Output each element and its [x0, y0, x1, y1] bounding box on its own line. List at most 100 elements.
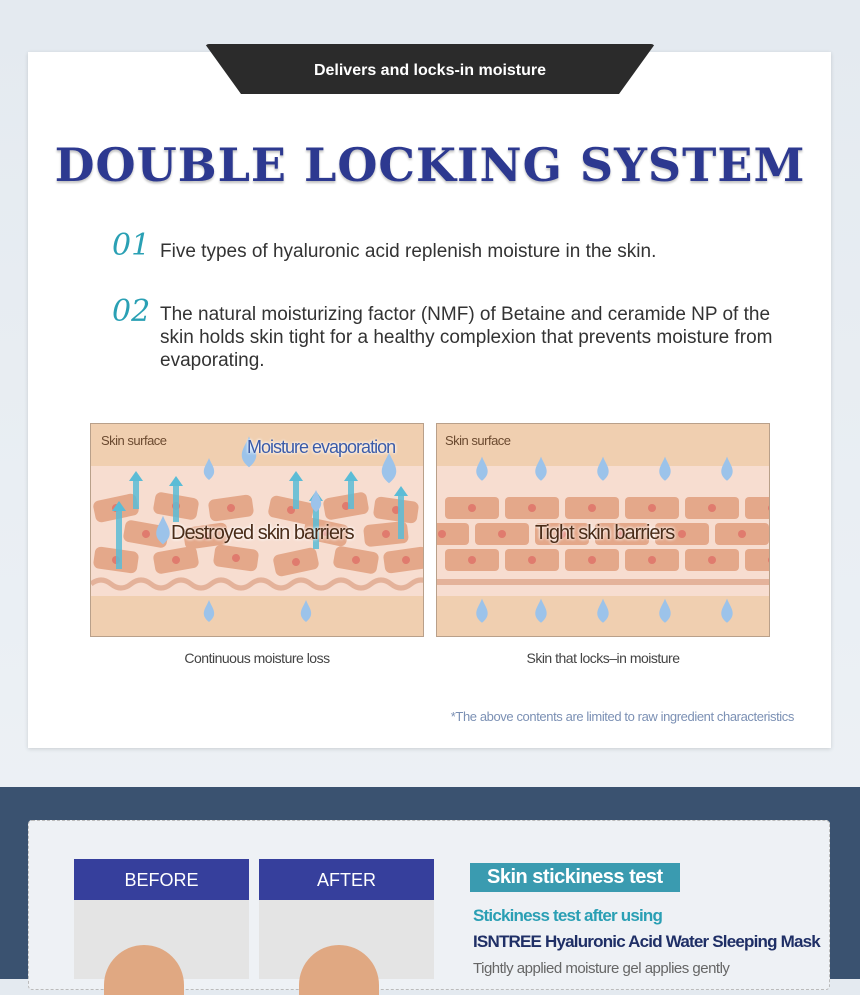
point-text: The natural moisturizing factor (NMF) of… — [160, 304, 773, 371]
water-drop-icon — [597, 598, 609, 623]
skin-cell — [213, 544, 259, 572]
cell-nucleus — [382, 530, 390, 538]
arrow-up-icon — [289, 471, 303, 481]
skin-cell — [273, 547, 319, 577]
diagram-caption: Skin that locks–in moisture — [526, 650, 680, 666]
water-drop-icon — [535, 598, 547, 623]
water-drop-icon — [241, 436, 257, 468]
hand-image — [299, 945, 379, 995]
skin-cell — [268, 495, 314, 525]
section-tab: Delivers and locks-in moisture — [205, 44, 655, 94]
wavy-barrier-line — [91, 577, 423, 591]
point-number: 02 — [112, 294, 151, 329]
barrier-label: Destroyed skin barriers — [171, 522, 355, 544]
water-drop-icon — [476, 598, 488, 623]
skin-cell — [383, 546, 423, 574]
barrier-label: Tight skin barriers — [535, 522, 675, 544]
arrow-up-icon — [344, 471, 358, 481]
cell-nucleus — [588, 504, 596, 512]
hand-image — [104, 945, 184, 995]
water-drop-icon — [659, 456, 671, 481]
water-drop-icon — [156, 515, 170, 545]
water-drop-icon — [476, 456, 488, 481]
arrow-shaft — [398, 494, 404, 539]
water-drop-icon — [721, 598, 733, 623]
after-photo — [259, 900, 434, 995]
before-badge: BEFORE — [74, 859, 249, 900]
cell-nucleus — [678, 530, 686, 538]
cell-nucleus — [768, 557, 769, 563]
cell-nucleus — [202, 532, 210, 540]
test-description: Tightly applied moisture gel applies gen… — [473, 960, 730, 977]
evaporation-label: Moisture evaporation — [247, 437, 396, 457]
cell-nucleus — [468, 556, 476, 564]
water-drop-icon — [381, 452, 397, 484]
page-title: DOUBLE LOCKING SYSTEM — [54, 138, 806, 192]
skin-cell — [745, 497, 769, 519]
arrow-shaft — [293, 479, 299, 509]
skin-surface-label: Skin surface — [445, 433, 511, 448]
skin-cell — [363, 521, 409, 547]
arrow-up-icon — [169, 476, 183, 486]
cell-nucleus — [558, 530, 566, 538]
arrow-shaft — [313, 499, 319, 549]
water-drop-icon — [597, 456, 609, 481]
water-drop-icon — [535, 456, 547, 481]
cell-nucleus — [588, 556, 596, 564]
barrier-line — [437, 579, 769, 585]
skin-cell — [123, 520, 169, 548]
water-drop-icon — [659, 598, 671, 623]
damaged-skin-illustration — [91, 436, 423, 622]
cell-nucleus — [648, 556, 656, 564]
arrow-up-icon — [112, 501, 126, 511]
cell-nucleus — [468, 504, 476, 512]
cell-nucleus — [648, 504, 656, 512]
skin-cell — [183, 522, 229, 550]
cell-nucleus — [618, 530, 626, 538]
cell-nucleus — [402, 556, 410, 564]
arrow-shaft — [116, 509, 122, 569]
cell-nucleus — [528, 556, 536, 564]
cell-nucleus — [708, 504, 716, 512]
cell-nucleus — [142, 530, 150, 538]
cell-nucleus — [498, 530, 506, 538]
skin-cell — [437, 523, 469, 545]
arrow-up-icon — [394, 486, 408, 496]
water-drop-icon — [721, 456, 733, 481]
cell-nucleus — [528, 504, 536, 512]
cell-nucleus — [292, 558, 300, 566]
skin-cell — [208, 494, 254, 522]
cell-nucleus — [322, 528, 330, 536]
skin-cell — [745, 549, 769, 571]
water-drop-icon — [300, 600, 312, 622]
cell-nucleus — [438, 530, 446, 538]
arrow-shaft — [173, 484, 179, 522]
diagram-caption: Continuous moisture loss — [184, 650, 330, 666]
point-number: 01 — [112, 228, 151, 263]
skin-cell — [153, 546, 199, 574]
skin-surface-label: Skin surface — [101, 433, 167, 448]
water-drop-icon — [203, 458, 215, 480]
cell-nucleus — [352, 556, 360, 564]
test-label: Skin stickiness test — [470, 863, 680, 892]
before-photo — [74, 900, 249, 995]
cell-nucleus — [708, 556, 716, 564]
arrow-shaft — [348, 479, 354, 509]
water-drop-icon — [310, 490, 322, 512]
skin-cell — [333, 546, 379, 574]
disclaimer-note: *The above contents are limited to raw i… — [450, 709, 795, 724]
water-drop-icon — [203, 600, 215, 622]
point-text: Five types of hyaluronic acid replenish … — [160, 241, 657, 262]
diagram-damaged-skin: Skin surface Moisture evaporation Destro… — [90, 423, 424, 637]
cell-nucleus — [232, 554, 240, 562]
healthy-skin-illustration — [437, 456, 769, 623]
arrow-up-icon — [129, 471, 143, 481]
diagram-healthy-skin: Skin surface Tight skin barriers — [436, 423, 770, 637]
cell-nucleus — [738, 530, 746, 538]
cell-nucleus — [172, 556, 180, 564]
after-badge: AFTER — [259, 859, 434, 900]
test-subtitle: Stickiness test after using — [473, 906, 663, 925]
cell-nucleus — [227, 504, 235, 512]
cell-nucleus — [768, 505, 769, 511]
product-name: ISNTREE Hyaluronic Acid Water Sleeping M… — [473, 932, 821, 951]
